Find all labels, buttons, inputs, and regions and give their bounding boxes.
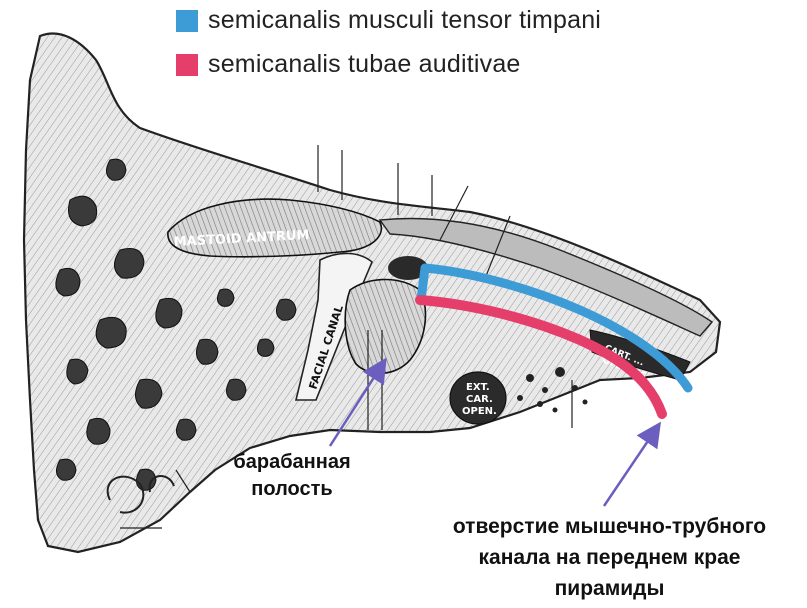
legend-label: semicanalis tubae auditivae: [208, 50, 521, 78]
pointer-lines: [120, 145, 573, 529]
legend-item-tensor-tympani: semicanalis musculi tensor timpani: [176, 6, 601, 35]
annotation-line: канала на переднем крае: [478, 546, 741, 569]
label-ext-car-3: OPEN.: [462, 406, 497, 417]
oval-recess: [388, 256, 428, 280]
semicanal-tensor-tympani-highlight: [416, 263, 693, 393]
label-ext-car-1: EXT.: [466, 382, 490, 393]
legend-item-auditory-tube: semicanalis tubae auditivae: [176, 50, 521, 79]
label-ext-car-2: CAR.: [466, 394, 493, 405]
annotation-line: отверстие мышечно-трубного: [452, 515, 767, 538]
legend-label: semicanalis musculi tensor timpani: [208, 6, 602, 34]
mastoid-tip-arcs: [106, 475, 175, 514]
annotation-line: пирамиды: [554, 577, 665, 600]
annotation-opening: отверстие мышечно-трубного канала на пер…: [412, 511, 807, 604]
annotation-tympanic-cavity: барабанная полость: [222, 449, 362, 503]
mastoid-antrum: [167, 198, 383, 258]
legend-swatch-blue: [176, 9, 198, 32]
bone-section: MASTOID ANTRUM FACIAL CANAL EXT. CAR. OP…: [22, 32, 722, 554]
annotation-line: барабанная: [233, 451, 351, 473]
annotation-line: полость: [251, 478, 333, 500]
porous-region: [517, 367, 588, 413]
ext-carotid-opening: [449, 371, 507, 425]
semicanal-auditory-tube-highlight: [415, 295, 667, 419]
arrow-to-opening: [602, 421, 661, 507]
tympanic-cavity: [344, 278, 427, 375]
label-mastoid-antrum: MASTOID ANTRUM: [173, 228, 309, 250]
mastoid-air-cells: [55, 158, 297, 491]
legend-swatch-pink: [176, 53, 198, 76]
arrow-to-tympanic-cavity: [328, 357, 387, 447]
